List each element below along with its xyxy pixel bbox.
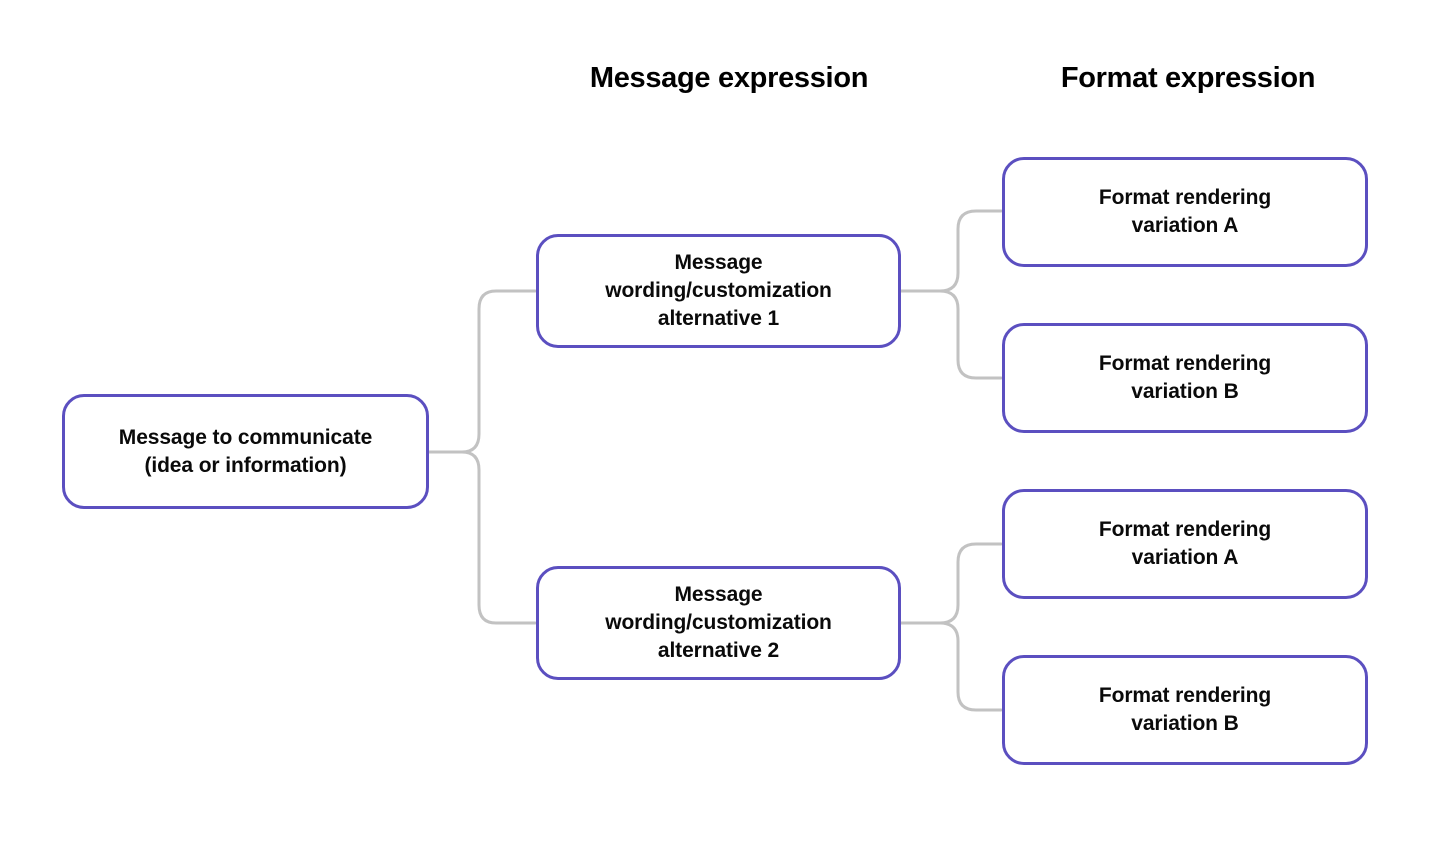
node-format-variation-1b[interactable]: Format rendering variation B: [1002, 323, 1368, 433]
node-format-variation-2a[interactable]: Format rendering variation A: [1002, 489, 1368, 599]
node-label: Format rendering variation B: [1098, 684, 1272, 735]
connector-message-1-to-format-1a: [899, 209, 1003, 293]
column-header-format-expression: Format expression: [1060, 62, 1316, 94]
connector-message-2-to-format-2a: [899, 542, 1003, 625]
connector-root-to-message-1: [427, 289, 537, 454]
connector-message-1-to-format-1b: [899, 289, 1003, 380]
node-format-variation-2b[interactable]: Format rendering variation B: [1002, 655, 1368, 765]
node-label: Message wording/customization alternativ…: [605, 583, 832, 662]
node-message-alternative-1[interactable]: Message wording/customization alternativ…: [536, 234, 901, 348]
node-message-to-communicate[interactable]: Message to communicate (idea or informat…: [62, 394, 429, 509]
node-label: Format rendering variation B: [1098, 352, 1272, 403]
node-label: Message to communicate (idea or informat…: [118, 425, 373, 477]
connector-message-2-to-format-2b: [899, 621, 1003, 712]
connector-root-to-message-2: [427, 450, 537, 625]
node-label: Format rendering variation A: [1098, 518, 1272, 569]
node-label: Format rendering variation A: [1098, 186, 1272, 237]
node-format-variation-1a[interactable]: Format rendering variation A: [1002, 157, 1368, 267]
node-label: Message wording/customization alternativ…: [605, 251, 832, 330]
node-message-alternative-2[interactable]: Message wording/customization alternativ…: [536, 566, 901, 680]
column-header-message-expression: Message expression: [589, 62, 869, 94]
